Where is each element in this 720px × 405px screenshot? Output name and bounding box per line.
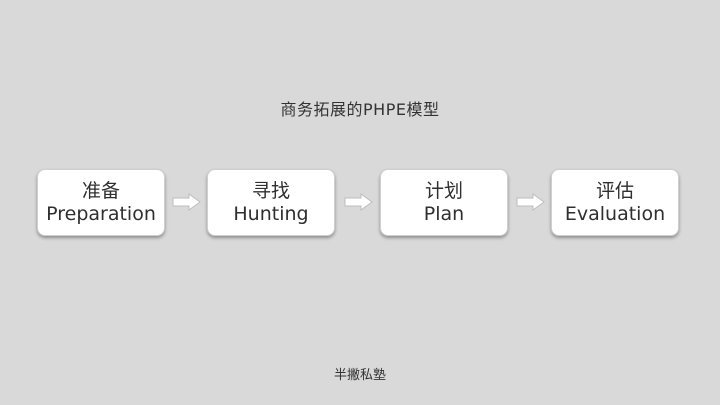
- right-arrow-icon: [344, 193, 373, 211]
- step-preparation-cn: 准备: [81, 179, 120, 202]
- step-plan: 计划 Plan: [380, 169, 508, 236]
- step-evaluation-en: Evaluation: [564, 202, 666, 225]
- step-hunting-en: Hunting: [233, 202, 309, 225]
- step-preparation: 准备 Preparation: [37, 169, 165, 236]
- step-hunting: 寻找 Hunting: [207, 169, 335, 236]
- step-evaluation: 评估 Evaluation: [551, 169, 679, 236]
- step-plan-en: Plan: [423, 202, 465, 225]
- step-preparation-en: Preparation: [46, 202, 156, 225]
- step-hunting-cn: 寻找: [251, 179, 290, 202]
- right-arrow-icon: [172, 193, 201, 211]
- step-evaluation-cn: 评估: [595, 179, 634, 202]
- footer-credit: 半撇私塾: [333, 368, 386, 383]
- step-plan-cn: 计划: [424, 179, 463, 202]
- diagram-title: 商务拓展的PHPE模型: [280, 100, 440, 119]
- right-arrow-icon: [516, 193, 545, 211]
